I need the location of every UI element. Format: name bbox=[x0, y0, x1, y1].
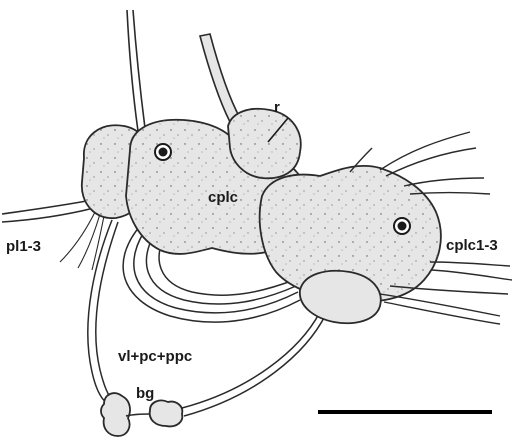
label-vl-pc-ppc: vl+pc+ppc bbox=[118, 348, 192, 365]
pedal-lobe bbox=[300, 271, 381, 323]
label-cplc: cplc bbox=[208, 189, 238, 206]
pleural-nerves-left bbox=[2, 200, 104, 270]
label-pl1-3: pl1-3 bbox=[6, 238, 41, 255]
label-bg: bg bbox=[136, 385, 154, 402]
eye-right-icon bbox=[394, 218, 410, 234]
dorsal-nerve-left bbox=[127, 10, 146, 138]
label-cplc1-3: cplc1-3 bbox=[446, 237, 498, 254]
label-r: r bbox=[274, 99, 280, 116]
eye-left-icon bbox=[155, 144, 171, 160]
